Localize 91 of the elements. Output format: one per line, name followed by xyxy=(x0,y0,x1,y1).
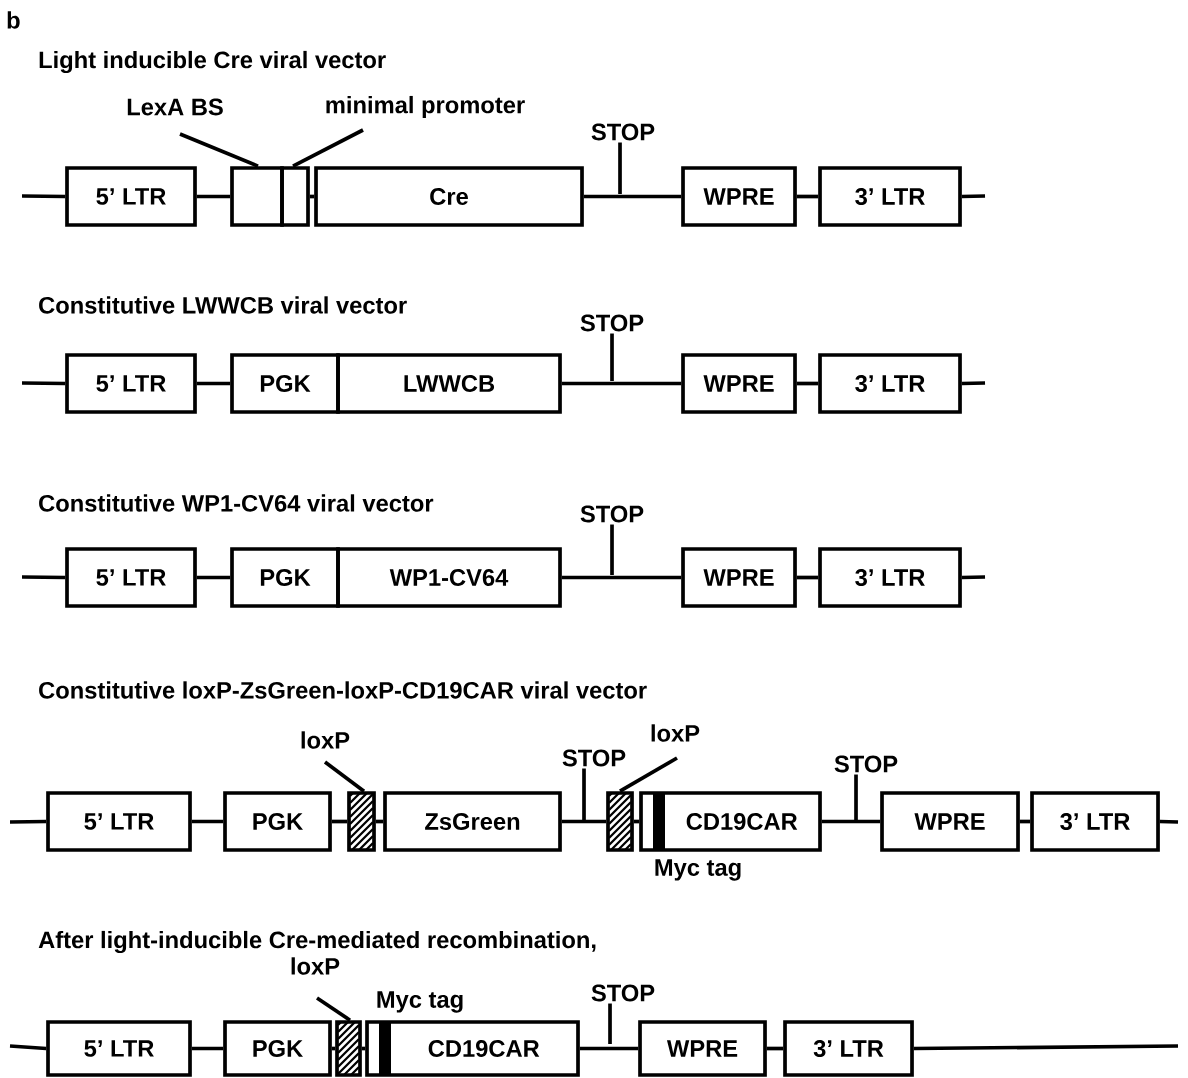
element-label: loxP xyxy=(301,731,350,749)
backbone-line xyxy=(1019,819,1031,824)
stop-mark xyxy=(608,1003,612,1044)
gene-box: 3’ LTR xyxy=(1030,791,1160,852)
gene-box: PGK xyxy=(223,791,332,852)
backbone-line xyxy=(375,819,384,824)
element-label: STOP xyxy=(834,755,898,773)
gene-box: Cre xyxy=(314,166,584,227)
backbone-line xyxy=(21,381,66,386)
tag-label: Myc tag xyxy=(377,991,463,1013)
gene-box: PGK xyxy=(230,353,340,414)
leader-line xyxy=(292,128,364,168)
backbone-line xyxy=(9,1044,47,1051)
element-label: STOP xyxy=(591,123,655,141)
backbone-line xyxy=(961,575,986,580)
backbone-line xyxy=(913,1044,1179,1051)
backbone-line xyxy=(961,381,986,386)
backbone-line xyxy=(633,819,640,824)
gene-box: PGK xyxy=(223,1020,332,1077)
backbone-line xyxy=(196,194,231,199)
gene-box: WPRE xyxy=(681,547,797,608)
element-label: STOP xyxy=(580,505,644,523)
gene-box: 5’ LTR xyxy=(65,547,197,608)
gene-box: LWWCB xyxy=(336,353,562,414)
element-label: loxP xyxy=(291,957,340,975)
leader-line xyxy=(323,760,366,793)
backbone-line xyxy=(561,819,607,824)
element-label: LexA BS xyxy=(127,98,223,116)
backbone-line xyxy=(191,1046,224,1051)
stop-mark xyxy=(618,142,622,194)
backbone-line xyxy=(766,1046,784,1051)
gene-box: CD19CAR xyxy=(365,1020,580,1077)
stop-mark xyxy=(582,768,586,820)
row-title: Light inducible Cre viral vector xyxy=(39,50,386,74)
backbone-line xyxy=(191,819,224,824)
backbone-line xyxy=(9,819,47,824)
leader-line xyxy=(316,996,352,1022)
backbone-line xyxy=(796,194,819,199)
hatched-box xyxy=(335,1020,362,1077)
element-label: loxP xyxy=(651,724,700,742)
backbone-line xyxy=(796,575,819,580)
backbone-line xyxy=(561,381,682,386)
gene-box: PGK xyxy=(230,547,340,608)
tag-label: Myc tag xyxy=(655,859,741,881)
backbone-line xyxy=(561,575,682,580)
backbone-line xyxy=(583,194,682,199)
hatched-box xyxy=(347,791,376,852)
gene-box: WPRE xyxy=(681,353,797,414)
element-label: STOP xyxy=(591,984,655,1002)
gene-box: 3’ LTR xyxy=(818,353,962,414)
backbone-line xyxy=(331,819,348,824)
stop-mark xyxy=(610,524,614,575)
stop-mark xyxy=(854,774,858,820)
gene-box: CD19CAR xyxy=(639,791,822,852)
backbone-line xyxy=(309,194,315,199)
element-label: STOP xyxy=(562,749,626,767)
gene-box: 3’ LTR xyxy=(783,1020,914,1077)
gene-box: ZsGreen xyxy=(383,791,562,852)
element-label: minimal promoter xyxy=(326,95,525,119)
row-title: Constitutive LWWCB viral vector xyxy=(39,296,407,314)
leader-line xyxy=(619,756,678,793)
element-label: STOP xyxy=(580,314,644,332)
element-box xyxy=(280,166,310,227)
gene-box: WP1-CV64 xyxy=(336,547,562,608)
backbone-line xyxy=(21,575,66,580)
backbone-line xyxy=(961,194,986,199)
gene-box: WPRE xyxy=(638,1020,767,1077)
backbone-line xyxy=(331,1046,336,1051)
gene-box: 3’ LTR xyxy=(818,166,962,227)
backbone-line xyxy=(579,1046,639,1051)
gene-box: 5’ LTR xyxy=(46,791,192,852)
backbone-line xyxy=(196,381,231,386)
row-title: Constitutive WP1-CV64 viral vector xyxy=(39,494,434,512)
panel-letter: b xyxy=(7,11,20,29)
gene-box: 5’ LTR xyxy=(65,166,197,227)
gene-box: WPRE xyxy=(681,166,797,227)
gene-box: 3’ LTR xyxy=(818,547,962,608)
backbone-line xyxy=(22,194,66,199)
gene-box: 5’ LTR xyxy=(46,1020,192,1077)
gene-box: 5’ LTR xyxy=(65,353,197,414)
leader-line xyxy=(179,132,259,168)
backbone-line xyxy=(1159,819,1179,824)
backbone-line xyxy=(821,819,881,824)
hatched-box xyxy=(606,791,634,852)
stop-mark xyxy=(610,333,614,381)
row-title: After light-inducible Cre-mediated recombination, xyxy=(38,930,596,954)
backbone-line xyxy=(196,575,231,580)
backbone-line xyxy=(796,381,819,386)
row-title: Constitutive loxP-ZsGreen-loxP-CD19CAR viral vector xyxy=(39,681,647,699)
gene-box: WPRE xyxy=(880,791,1020,852)
backbone-line xyxy=(361,1046,366,1051)
